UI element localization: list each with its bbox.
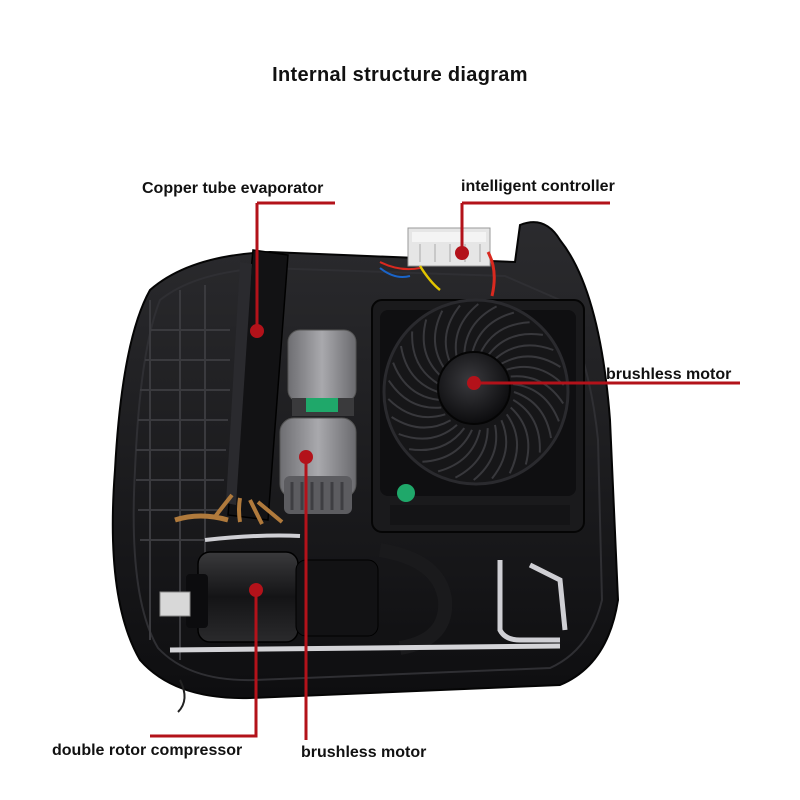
fan-blade	[473, 424, 498, 481]
callout-dot-evaporator	[250, 324, 264, 338]
blower-assembly	[279, 329, 357, 514]
fan-blade	[479, 321, 530, 355]
fan-blade	[433, 310, 447, 371]
fan-blade	[398, 424, 458, 440]
fan-blade	[391, 416, 452, 429]
fan-blade	[411, 331, 440, 385]
label-blower-motor: brushless motor	[301, 744, 427, 761]
fan-blade	[400, 345, 439, 393]
fan-blade	[392, 362, 439, 401]
fan-blade	[422, 429, 473, 463]
callout-dot-fan-motor	[467, 376, 481, 390]
label-controller: intelligent controller	[461, 178, 615, 195]
condenser-fan	[371, 298, 585, 533]
controller-board	[379, 227, 496, 297]
label-evaporator: Copper tube evaporator	[142, 180, 324, 197]
fan-blade	[387, 379, 442, 409]
fan-blade	[505, 413, 519, 474]
compressor	[159, 551, 379, 643]
fan-blade	[454, 428, 489, 479]
fan-blade	[444, 304, 461, 365]
fan-blade	[513, 383, 560, 422]
label-compressor: double rotor compressor	[52, 742, 243, 759]
fan-blade	[500, 355, 561, 368]
fan-blade	[494, 344, 554, 360]
callout-compressor	[150, 590, 258, 738]
fan-blade	[513, 391, 552, 439]
callout-evaporator	[255, 201, 335, 331]
fan-blade	[512, 399, 541, 453]
fan-blade	[486, 333, 544, 357]
label-fan-motor: brushless motor	[606, 366, 732, 383]
callout-dot-compressor	[249, 583, 263, 597]
callout-dot-blower-motor	[299, 450, 313, 464]
fan-blade	[463, 305, 498, 356]
evaporator-coil	[174, 249, 289, 525]
fan-blade	[454, 303, 479, 360]
fan-blade	[437, 429, 481, 473]
fan-blade	[491, 419, 508, 480]
fan-blade	[408, 427, 466, 451]
fan-blade	[471, 311, 515, 355]
refrigerant-tubes	[169, 533, 568, 713]
fan-blade	[510, 406, 530, 465]
fan-blade	[422, 319, 442, 378]
fan-blade	[387, 398, 446, 418]
diagram-title: Internal structure diagram	[272, 64, 528, 86]
callout-controller	[460, 201, 610, 253]
callout-dot-controller	[455, 246, 469, 260]
fan-blade	[506, 366, 565, 386]
